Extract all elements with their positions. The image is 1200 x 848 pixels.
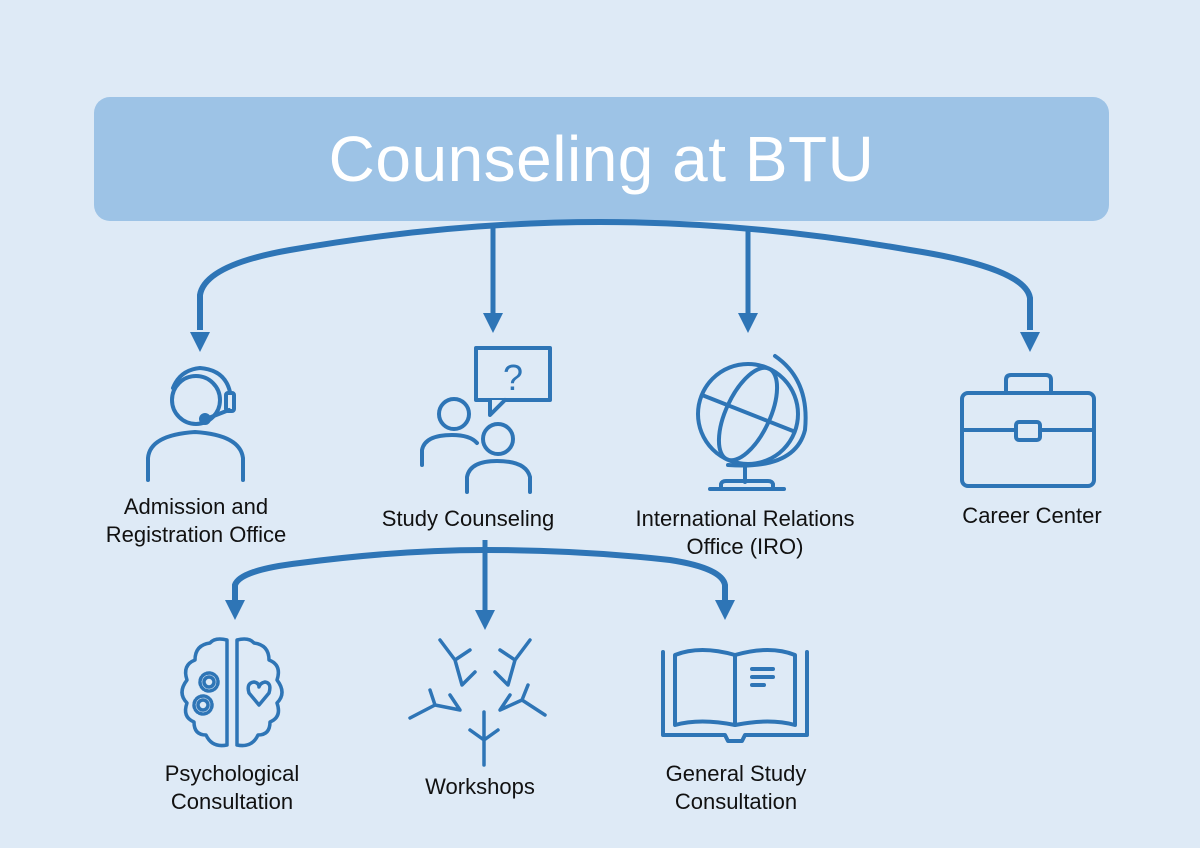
label-psych: Psychological Consultation: [165, 760, 300, 816]
top-connector-arc: [197, 218, 1033, 330]
hands-circle-icon: [408, 638, 547, 767]
label-line: Workshops: [425, 774, 535, 799]
label-study-counseling: Study Counseling: [382, 505, 554, 533]
label-admission: Admission and Registration Office: [106, 493, 287, 549]
label-line: Study Counseling: [381, 506, 555, 531]
label-workshops: Workshops: [425, 773, 535, 801]
label-career-center: Career Center: [962, 502, 1101, 530]
brain-icon: [180, 637, 284, 748]
sub-connector: [225, 540, 735, 630]
people-question-icon: ?: [420, 346, 552, 494]
globe-icon: [696, 354, 808, 491]
arrowhead-study: [483, 313, 503, 333]
title-banner: Counseling at BTU: [94, 97, 1109, 221]
headset-person-icon: [146, 366, 245, 482]
label-line: Admission and: [123, 494, 269, 519]
label-line: Registration Office: [105, 522, 287, 547]
arrowhead-workshops: [475, 610, 495, 630]
label-line: General Study: [665, 761, 807, 786]
label-general: General Study Consultation: [666, 760, 807, 816]
arrowhead-admission: [190, 332, 210, 352]
label-line: Psychological: [164, 761, 300, 786]
label-iro: International Relations Office (IRO): [636, 505, 855, 561]
label-line: Office (IRO): [686, 534, 804, 559]
svg-text:?: ?: [503, 357, 523, 398]
arrowhead-psych: [225, 600, 245, 620]
page-title: Counseling at BTU: [328, 123, 875, 195]
briefcase-icon: [960, 373, 1096, 488]
top-connector: [190, 218, 1040, 352]
arrowhead-iro: [738, 313, 758, 333]
open-book-icon: [661, 648, 809, 743]
label-line: International Relations: [635, 506, 855, 531]
label-line: Career Center: [962, 503, 1102, 528]
label-line: Consultation: [674, 789, 798, 814]
arrowhead-career: [1020, 332, 1040, 352]
arrowhead-general: [715, 600, 735, 620]
label-line: Consultation: [170, 789, 294, 814]
